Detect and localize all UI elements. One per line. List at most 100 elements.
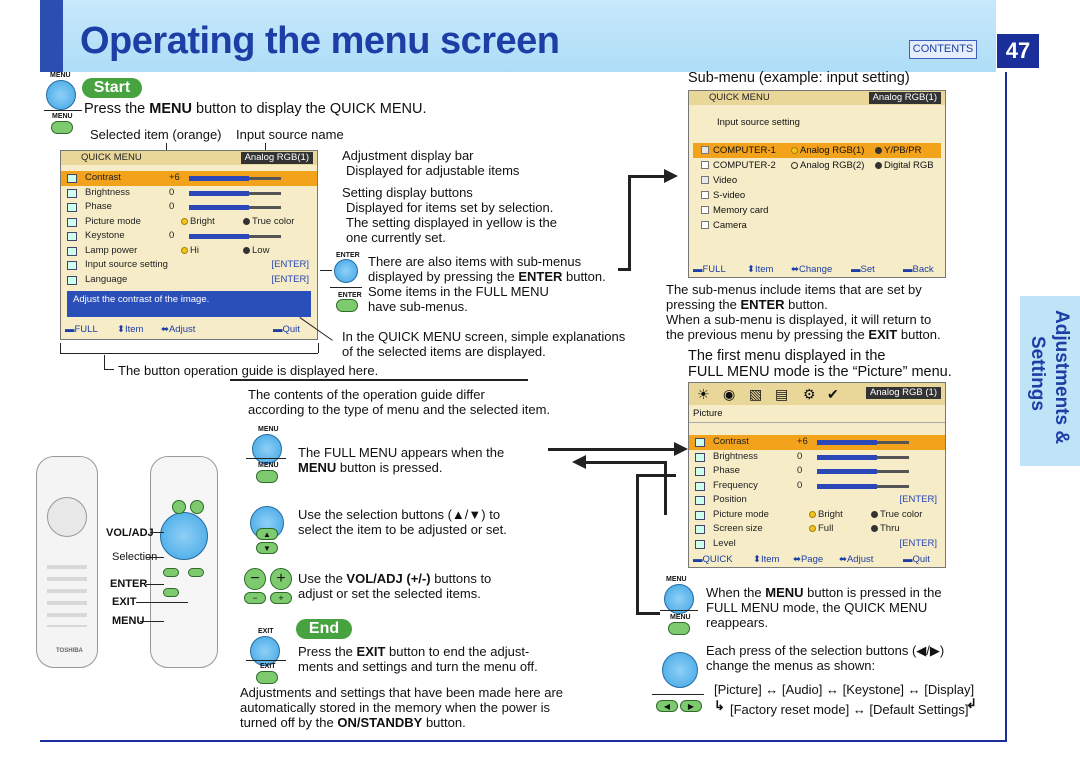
divider — [246, 458, 286, 459]
item-label: Level — [713, 537, 736, 549]
option-1[interactable]: Analog RGB(2) — [789, 158, 864, 173]
item-icon — [695, 481, 705, 491]
submenu-heading: Sub-menu (example: input setting) — [688, 70, 910, 86]
guide-item: ⬍Item — [117, 324, 144, 335]
menu-cycle-1: [Picture] ↔ [Audio] ↔ [Keystone] ↔ [Disp… — [714, 682, 975, 697]
item-icon — [67, 275, 77, 285]
page-number: 47 — [997, 34, 1039, 68]
end-text-2: ments and settings and turn the menu off… — [298, 659, 538, 674]
sm-guide-item: ⬍Item — [747, 264, 774, 275]
option-current[interactable]: Bright — [807, 508, 843, 523]
right-margin-rule — [1005, 72, 1007, 742]
item-icon — [67, 232, 77, 241]
press-menu-text: Press the MENU button to display the QUI… — [84, 101, 427, 117]
guide-adjust: ⬌Adjust — [161, 324, 196, 335]
option-alt[interactable]: True color — [241, 215, 294, 230]
return-arrow-icon: ↳ — [714, 698, 725, 713]
submenu-title: Input source setting — [717, 117, 800, 128]
full-menu-row[interactable]: Position[ENTER] — [689, 493, 945, 508]
submenu-item[interactable]: Video — [693, 173, 941, 188]
submenu-header: QUICK MENU Analog RGB(1) — [689, 91, 945, 105]
adj-bar-desc: Displayed for adjustable items — [346, 163, 520, 178]
item-label: Lamp power — [85, 244, 138, 256]
full-menu-row[interactable]: Level[ENTER] — [689, 537, 945, 552]
option-1[interactable]: Analog RGB(1) — [789, 143, 864, 158]
guide-label: The button operation guide is displayed … — [118, 363, 379, 378]
selection-lr-button-icon — [662, 652, 698, 688]
each-press-1: Each press of the selection buttons (◀/▶… — [706, 643, 945, 658]
menu-button-icon — [46, 80, 76, 110]
item-label: Phase — [713, 465, 740, 476]
submenu-item[interactable]: COMPUTER-2 Analog RGB(2) Digital RGB — [693, 158, 941, 173]
contents-link[interactable]: CONTENTS — [909, 40, 977, 59]
page-header-band — [40, 0, 996, 72]
connector-arrow — [618, 268, 630, 271]
checkbox[interactable] — [701, 146, 709, 154]
full-menu-heading-1: The first menu displayed in the — [688, 348, 886, 364]
menu-cycle-2: [Factory reset mode] ↔ [Default Settings… — [730, 702, 969, 717]
fm-guide-item: ⬍Item — [753, 554, 780, 565]
remote-left-illustration — [36, 456, 98, 668]
enter-submenu-label: [ENTER] — [271, 273, 309, 285]
checkbox[interactable] — [701, 191, 709, 199]
option-2[interactable]: Digital RGB — [873, 158, 934, 173]
option-current[interactable]: Bright — [179, 215, 215, 230]
checkbox[interactable] — [701, 221, 709, 229]
return-arrow-icon-2: ↲ — [966, 696, 977, 711]
submenu-item-label: COMPUTER-2 — [713, 160, 776, 171]
left-button-icon: ◀ — [656, 700, 678, 712]
section-side-tab[interactable] — [1020, 296, 1080, 466]
exit-oval-icon — [256, 671, 278, 684]
option-2[interactable]: Y/PB/PR — [873, 143, 922, 158]
adjust-bar-fill — [817, 454, 877, 460]
enter-oval-button-icon — [336, 299, 358, 312]
submenu-desc-1: The sub-menus include items that are set… — [666, 282, 922, 297]
end-text-1: Press the EXIT button to end the adjust- — [298, 644, 530, 659]
full-menu-row[interactable]: Contrast+6 — [689, 435, 945, 450]
option-alt[interactable]: Thru — [869, 522, 900, 537]
option-alt[interactable]: True color — [869, 508, 922, 523]
item-value: 0 — [797, 450, 803, 462]
item-value: +6 — [797, 436, 808, 447]
item-value: 0 — [797, 465, 803, 476]
sm-guide-change: ⬌Change — [791, 264, 833, 275]
leader-line — [136, 602, 188, 603]
connector-arrow — [636, 612, 660, 615]
option-current[interactable]: Hi — [179, 244, 199, 259]
submenu-item[interactable]: Camera — [693, 218, 941, 233]
submenu-note-1: There are also items with sub-menus — [368, 254, 582, 269]
item-icon — [695, 438, 705, 447]
divider — [660, 610, 698, 611]
selected-item-label: Selected item (orange) — [90, 127, 222, 142]
checkbox[interactable] — [701, 206, 709, 214]
quick-menu-row[interactable]: Language[ENTER] — [61, 273, 317, 288]
checkbox[interactable] — [701, 176, 709, 184]
submenu-desc-2: pressing the ENTER button. — [666, 297, 828, 312]
option-alt[interactable]: Low — [241, 244, 269, 259]
quick-menu-row[interactable]: Input source setting[ENTER] — [61, 258, 317, 273]
full-menu-row[interactable]: Phase 0 — [689, 464, 945, 479]
leader-line — [320, 270, 332, 271]
item-icon — [695, 467, 705, 476]
quick-menu-row[interactable]: Lamp power Hi Low — [61, 244, 317, 259]
checkbox[interactable] — [701, 161, 709, 169]
bottom-rule — [40, 740, 1006, 742]
submenu-item[interactable]: Memory card — [693, 203, 941, 218]
quick-menu-row[interactable]: Contrast+6 — [61, 171, 317, 186]
item-value: 0 — [169, 201, 175, 212]
option-current[interactable]: Full — [807, 522, 833, 537]
item-icon — [67, 188, 77, 198]
full-menu-tabs: ☀ ◉ ▧ ▤ ⚙ ✔ Analog RGB (1) — [689, 383, 945, 405]
start-badge: Start — [82, 78, 142, 98]
submenu-item[interactable]: S-video — [693, 188, 941, 203]
leader-line — [150, 532, 164, 533]
